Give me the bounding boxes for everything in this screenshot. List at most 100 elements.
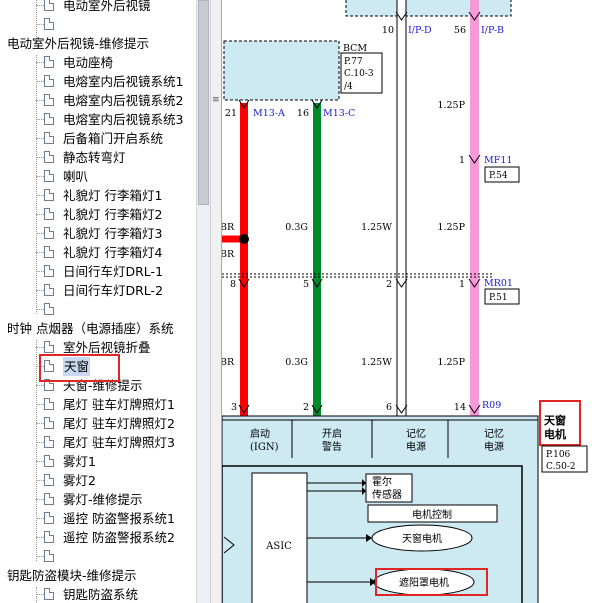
tree-connector-line xyxy=(36,423,44,424)
tree-connector-line xyxy=(36,404,44,405)
tree-item[interactable]: 尾灯 驻车灯牌照灯2 xyxy=(0,414,196,433)
pin-arrow xyxy=(468,11,481,21)
tree-item[interactable]: 天窗 xyxy=(0,357,196,376)
tree-item[interactable]: 雾灯-维修提示 xyxy=(0,490,196,509)
mr01-connector-label: MR01 xyxy=(484,278,513,289)
tree-item-label: 礼貌灯 行李箱灯1 xyxy=(63,188,163,203)
tree-category[interactable]: 钥匙防盗模块-维修提示 xyxy=(0,566,196,585)
tree-item[interactable]: 室外后视镜折叠 xyxy=(0,338,196,357)
tree-item[interactable] xyxy=(0,547,196,566)
signal-arrow-icon xyxy=(366,534,372,542)
bcm-connector-label: M13-C xyxy=(323,108,355,119)
tree-item-label: 礼貌灯 行李箱灯2 xyxy=(63,207,163,222)
asic-box xyxy=(251,472,308,603)
tree-connector-line xyxy=(36,499,44,500)
tree-item[interactable]: 雾灯1 xyxy=(0,452,196,471)
wire-label-red: BR xyxy=(222,357,235,368)
tree-connector-line xyxy=(36,62,44,63)
document-icon xyxy=(44,56,54,68)
tree-item[interactable] xyxy=(0,15,196,34)
tree-item[interactable]: 礼貌灯 行李箱灯2 xyxy=(0,205,196,224)
document-icon xyxy=(44,474,54,486)
tree-item-label: 雾灯-维修提示 xyxy=(63,492,143,507)
module-pin-label: 电源 xyxy=(406,440,426,453)
hall-sensor-label: 霍尔 xyxy=(372,475,392,488)
document-icon xyxy=(44,246,54,258)
module-pin-label: 警告 xyxy=(322,440,342,453)
tree-item-label: 电熔室内后视镜系统1 xyxy=(63,74,184,89)
tree-category[interactable]: 时钟 点烟器（电源插座）系统 xyxy=(0,319,196,338)
tree-item[interactable]: 雾灯2 xyxy=(0,471,196,490)
wire-label-pink: 1.25P xyxy=(437,357,465,368)
document-icon xyxy=(44,417,54,429)
tree-connector-line xyxy=(36,594,44,595)
tree-item-label: 喇叭 xyxy=(63,169,89,184)
tree-item-label: 雾灯2 xyxy=(63,473,96,488)
tree-item[interactable]: 钥匙防盗系统 xyxy=(0,585,196,603)
tree-connector-line xyxy=(36,480,44,481)
tree-item-label: 天窗 xyxy=(63,357,91,376)
tree-item[interactable]: 礼貌灯 行李箱灯3 xyxy=(0,224,196,243)
component-ref: C.50-2 xyxy=(546,462,576,472)
tree-connector-line xyxy=(36,157,44,158)
mid-pin-number: 1 xyxy=(459,279,465,290)
tree-item-label: 遥控 防盗警报系统1 xyxy=(63,511,175,526)
wire-label-white: 1.25W xyxy=(361,357,392,368)
bcm-pin-number: 16 xyxy=(297,108,309,119)
tree-item[interactable]: 礼貌灯 行李箱灯4 xyxy=(0,243,196,262)
tree-item-label: 电动室外后视镜-维修提示 xyxy=(7,36,150,51)
tree-connector-line xyxy=(36,537,44,538)
document-icon xyxy=(44,0,54,11)
tree-scrollbar[interactable] xyxy=(196,0,210,603)
wiring-diagram: 10 I/P-D 56 I/P-B BCM P.77 C.10-3 /4 21 … xyxy=(222,0,604,603)
tree-item[interactable]: 电动座椅 xyxy=(0,53,196,72)
tree-item[interactable]: 静态转弯灯 xyxy=(0,148,196,167)
document-icon xyxy=(44,284,54,296)
tree-item[interactable]: 遥控 防盗警报系统2 xyxy=(0,528,196,547)
tree-item[interactable] xyxy=(0,300,196,319)
tree-item[interactable]: 电熔室内后视镜系统1 xyxy=(0,72,196,91)
document-icon xyxy=(44,531,54,543)
tree-item[interactable]: 电动室外后视镜 xyxy=(0,0,196,15)
hall-sensor-label: 传感器 xyxy=(372,488,402,501)
component-ref-box xyxy=(541,445,588,473)
pin-arrow xyxy=(468,404,481,414)
tree-item[interactable]: 日间行车灯DRL-2 xyxy=(0,281,196,300)
document-icon xyxy=(44,208,54,220)
component-ref: P.106 xyxy=(546,450,571,460)
tree-item-label: 电动座椅 xyxy=(63,55,114,70)
document-icon xyxy=(44,588,54,600)
tree-item[interactable]: 喇叭 xyxy=(0,167,196,186)
tree-connector-line xyxy=(36,24,44,25)
bcm-pin-number: 21 xyxy=(225,108,237,119)
selection-highlight-box xyxy=(39,354,120,382)
tree-item[interactable]: 电熔室内后视镜系统2 xyxy=(0,91,196,110)
module-pin-label: (IGN) xyxy=(250,442,279,453)
pin-arrow xyxy=(395,404,408,414)
tree-category[interactable]: 电动室外后视镜-维修提示 xyxy=(0,34,196,53)
document-icon xyxy=(44,94,54,106)
tree-item[interactable]: 遥控 防盗警报系统1 xyxy=(0,509,196,528)
tree-item[interactable]: 后备箱门开启系统 xyxy=(0,129,196,148)
scrollbar-thumb[interactable] xyxy=(198,0,209,205)
module-pin-label: 启动 xyxy=(250,427,270,440)
pin-arrow xyxy=(311,278,323,288)
document-icon xyxy=(44,360,54,372)
tree-item[interactable]: 尾灯 驻车灯牌照灯3 xyxy=(0,433,196,452)
tree-item[interactable]: 电熔室内后视镜系统3 xyxy=(0,110,196,129)
wire-label-pink: 1.25P xyxy=(437,222,465,233)
tree-connector-line xyxy=(36,309,44,310)
tree-item[interactable]: 尾灯 驻车灯牌照灯1 xyxy=(0,395,196,414)
pane-splitter[interactable]: ≡ xyxy=(210,0,222,603)
wire-label-green: 0.3G xyxy=(285,357,308,368)
pin-arrow xyxy=(238,99,250,109)
tree-item-label: 礼貌灯 行李箱灯4 xyxy=(63,245,163,260)
mf11-ref: P.54 xyxy=(489,171,508,181)
tree-item-label: 室外后视镜折叠 xyxy=(63,340,151,355)
bcm-ref: P.77 xyxy=(344,57,363,67)
wire-label-red: BR xyxy=(222,249,235,260)
tree-item[interactable]: 日间行车灯DRL-1 xyxy=(0,262,196,281)
wire-green xyxy=(313,103,321,416)
tree-item[interactable]: 礼貌灯 行李箱灯1 xyxy=(0,186,196,205)
tree-guide-line xyxy=(36,587,37,603)
